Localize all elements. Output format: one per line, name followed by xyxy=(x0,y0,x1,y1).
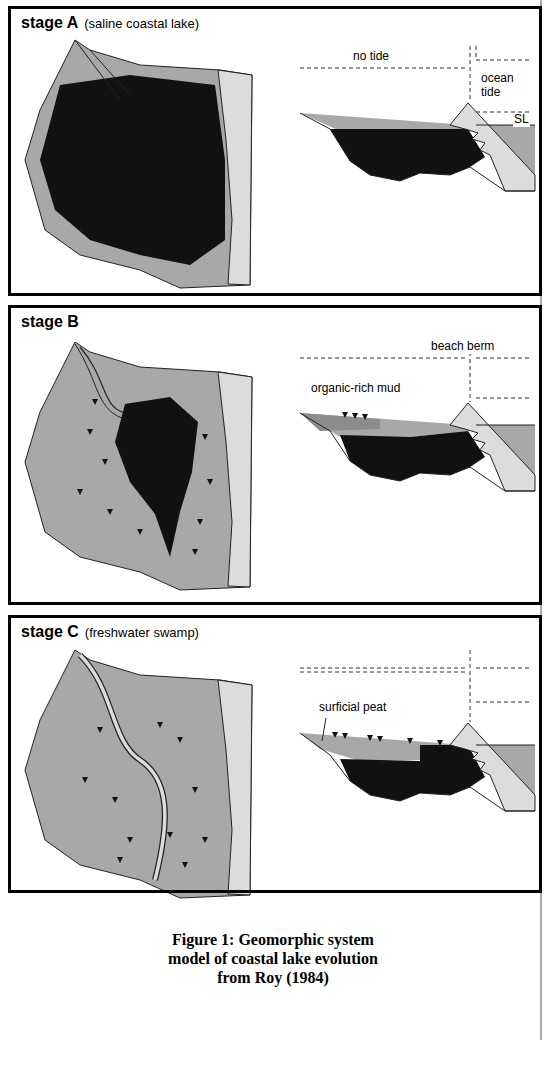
section-stage-b xyxy=(300,403,535,491)
stage-title: stage A xyxy=(21,14,78,32)
map-stage-a xyxy=(25,40,252,288)
figure-caption: Figure 1: Geomorphic system model of coa… xyxy=(150,930,396,988)
leader-line xyxy=(322,718,326,741)
annotation-label: no tide xyxy=(352,50,390,64)
tide-lines-b xyxy=(300,352,532,402)
annotation-label: surficial peat xyxy=(318,701,387,715)
map-stage-c xyxy=(25,650,252,898)
panel-heading: stage C (freshwater swamp) xyxy=(21,623,539,641)
map-stage-b xyxy=(25,342,252,590)
panel-heading: stage A (saline coastal lake) xyxy=(21,14,539,32)
stage-title: stage C xyxy=(21,623,79,641)
stage-panel: stage C (freshwater swamp) xyxy=(8,615,542,893)
panel-heading: stage B xyxy=(21,313,539,331)
section-stage-a xyxy=(300,103,535,191)
annotation-label: beach berm xyxy=(430,340,495,354)
section-stage-c xyxy=(300,723,535,811)
annotation-label: ocean tide xyxy=(480,72,522,100)
stage-subtitle: (saline coastal lake) xyxy=(84,16,199,31)
stage-subtitle: (freshwater swamp) xyxy=(85,625,199,640)
annotation-label: organic-rich mud xyxy=(310,382,401,396)
tide-lines-c xyxy=(300,650,532,722)
annotation-label: SL xyxy=(513,113,530,127)
stage-title: stage B xyxy=(21,313,79,331)
tide-lines-a xyxy=(300,46,532,112)
stage-panel: stage A (saline coastal lake) xyxy=(8,6,542,296)
